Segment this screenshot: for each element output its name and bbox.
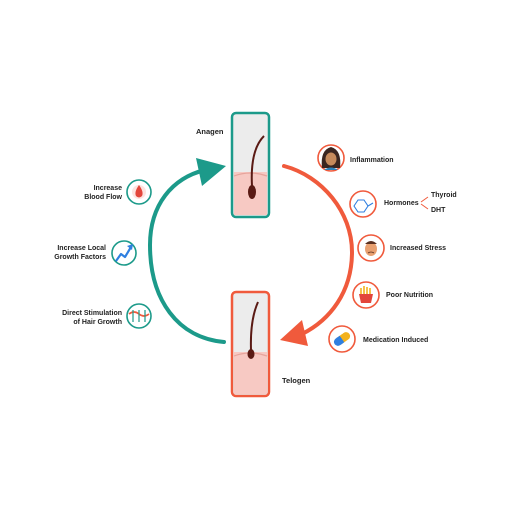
hair-follicle-icon — [126, 303, 152, 329]
pill-capsule-icon — [328, 325, 356, 353]
cause-inflammation: Inflammation — [350, 157, 394, 164]
hormones-split-lines — [420, 196, 429, 210]
cause-hormones: Hormones — [384, 200, 419, 207]
teal-arrowhead — [196, 158, 226, 186]
molecule-icon — [349, 190, 377, 218]
benefit-blood-flow: Increase Blood Flow — [84, 185, 122, 201]
hormone-dht: DHT — [431, 207, 446, 214]
cause-poor-nutrition: Poor Nutrition — [386, 292, 434, 299]
telogen-follicle — [230, 290, 271, 398]
benefit-direct-stimulation: Direct Stimulation of Hair Growth — [62, 310, 122, 326]
hormone-thyroid: Thyroid — [431, 192, 457, 199]
benefit-growth-factors: Increase Local Growth Factors — [54, 245, 106, 261]
orange-cycle-arrow — [282, 164, 355, 336]
orange-arrowhead — [280, 320, 308, 346]
teal-cycle-arrow — [147, 168, 226, 344]
blood-drop-icon — [126, 179, 152, 205]
fries-icon — [352, 281, 380, 309]
woman-face-icon — [317, 144, 345, 172]
stressed-face-icon — [357, 234, 385, 262]
cause-medication-induced: Medication Induced — [363, 337, 429, 344]
anagen-follicle — [230, 111, 271, 219]
growth-arrow-icon — [111, 240, 137, 266]
anagen-label: Anagen — [196, 127, 224, 136]
cause-increased-stress: Increased Stress — [390, 245, 447, 252]
telogen-label: Telogen — [282, 376, 311, 385]
